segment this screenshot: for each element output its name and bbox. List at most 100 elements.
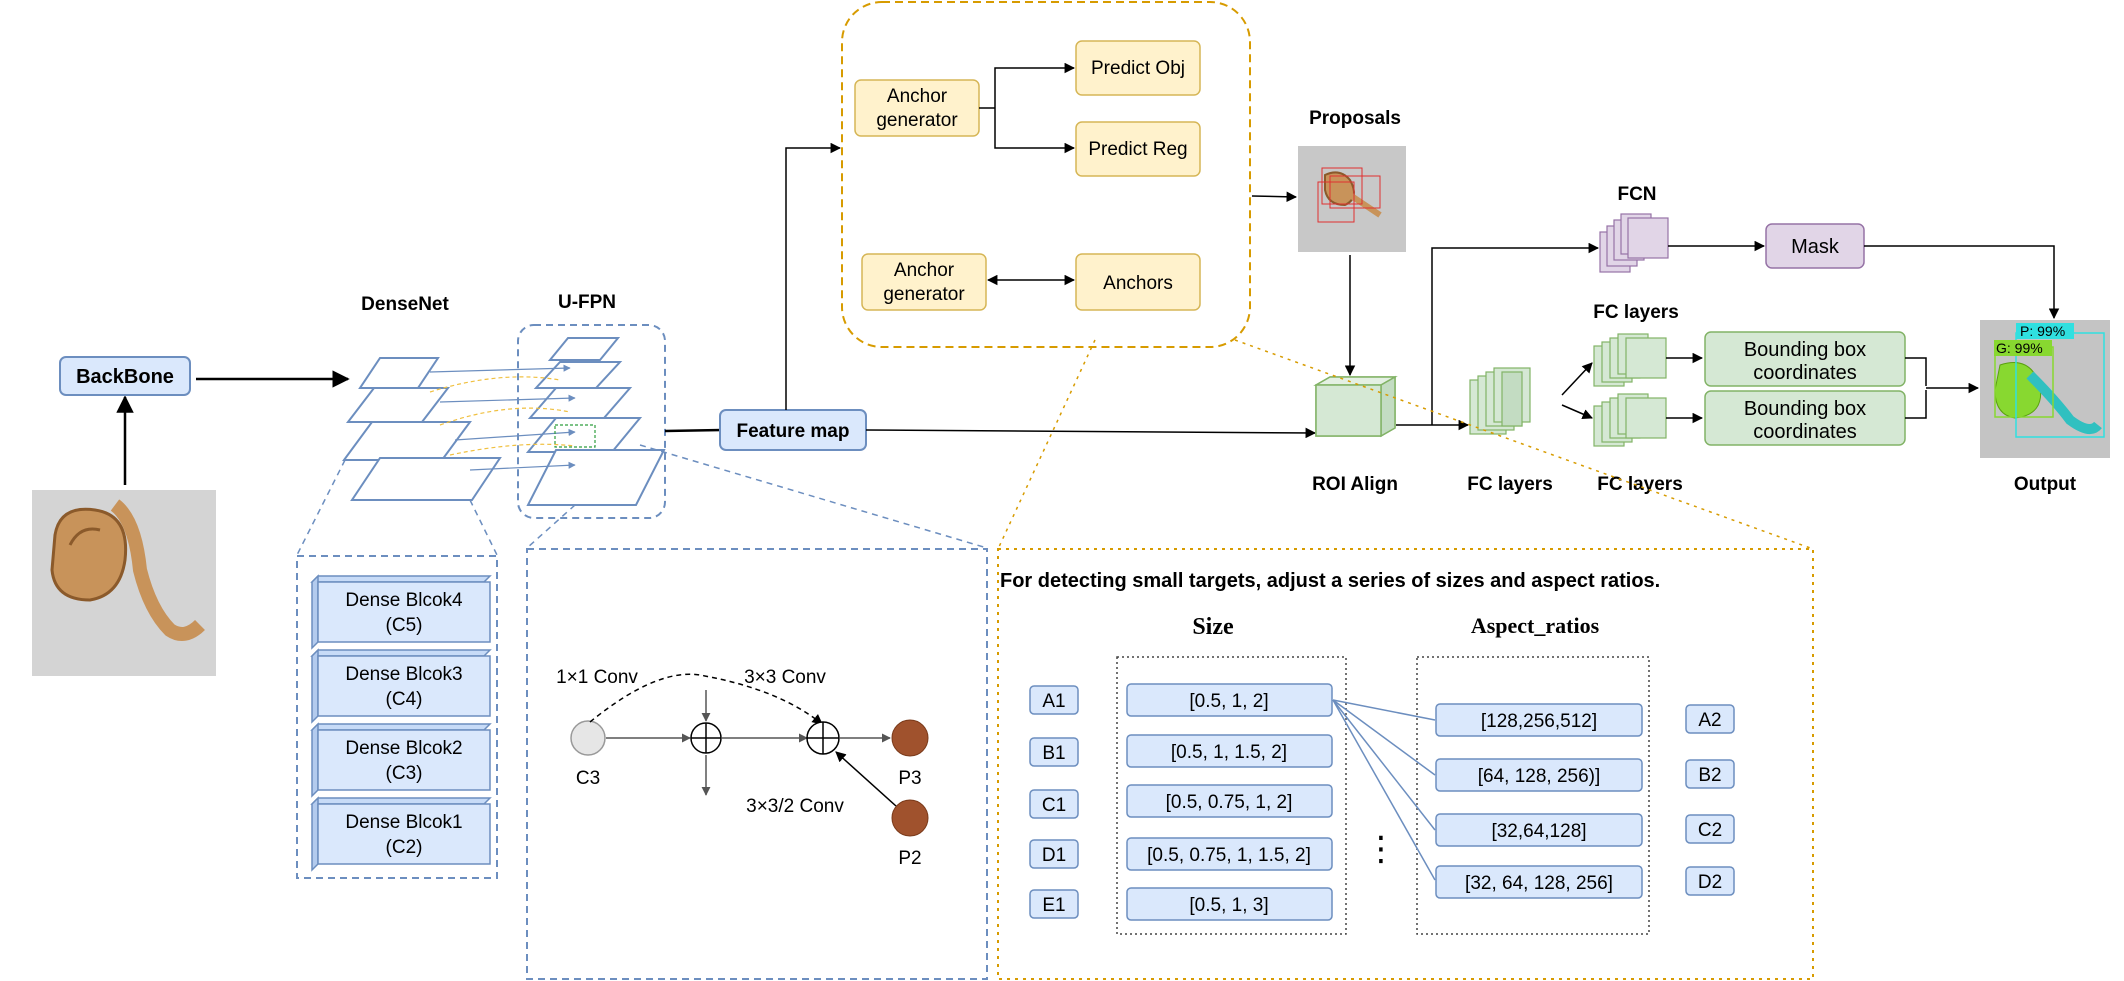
backbone-label: BackBone	[76, 366, 174, 388]
ratio-box-3: [32,64,128]	[1435, 813, 1643, 847]
left-tag-label: E1	[1042, 895, 1065, 916]
bbox-2-line2: coordinates	[1753, 421, 1856, 443]
aspect-ratios-column-title: Aspect_ratios	[1471, 613, 1600, 638]
roi-align-label: ROI Align	[1312, 474, 1398, 495]
left-tag-e1: E1	[1029, 889, 1079, 919]
right-tag-d2: D2	[1685, 866, 1735, 896]
predict-obj-box: Predict Obj	[1075, 40, 1201, 96]
dense-block-stage: (C3)	[386, 763, 423, 784]
size-box-1: [0.5, 1, 2]	[1126, 683, 1333, 717]
c3-node	[570, 720, 606, 756]
ratio-box-4: [32, 64, 128, 256]	[1435, 865, 1643, 899]
ufpn-detail-diagram: C3 1×1 Conv 3×3 Conv P3 P2 3×3/2 Conv	[556, 667, 929, 869]
anchor-generator-top: Anchor generator	[854, 79, 980, 137]
size-box-5: [0.5, 1, 3]	[1126, 887, 1333, 921]
fc-layers-top-label: FC layers	[1593, 302, 1679, 323]
left-tag-label: B1	[1042, 743, 1065, 764]
size-to-ratio-links	[1332, 699, 1436, 881]
dense-block-stage: (C2)	[386, 837, 423, 858]
size-column: [0.5, 1, 2] [0.5, 1, 1.5, 2] [0.5, 0.75, 1…	[1126, 683, 1333, 921]
fc-layers-bottom-right-label: FC layers	[1597, 474, 1683, 495]
ufpn-container	[517, 324, 666, 519]
densenet-to-ufpn-links	[429, 364, 596, 471]
dense-block-stage: (C5)	[386, 615, 423, 636]
right-tag-label: A2	[1698, 710, 1721, 731]
dense-block-stage: (C4)	[386, 689, 423, 710]
right-tag-a2: A2	[1685, 704, 1735, 734]
conv32-label: 3×3/2 Conv	[746, 796, 844, 817]
dense-block-2: Dense Blcok3 (C4)	[310, 648, 492, 724]
right-tag-label: B2	[1698, 765, 1721, 786]
right-tag-c2: C2	[1685, 814, 1735, 844]
size-group-box	[1116, 656, 1347, 935]
anchor-panel-caption: For detecting small targets, adjust a se…	[1000, 570, 1660, 592]
size-value: [0.5, 0.75, 1, 2]	[1166, 792, 1293, 813]
anchor-generator-top-line2: generator	[876, 110, 958, 131]
output-g-label: G: 99%	[1996, 340, 2043, 356]
anchors-box: Anchors	[1075, 253, 1201, 311]
fc-layers-bottom-left-label: FC layers	[1467, 474, 1553, 495]
p3-label: P3	[898, 768, 921, 789]
featuremap-to-rpn-arrow	[785, 142, 842, 410]
dense-block-name: Dense Blcok3	[345, 664, 462, 685]
ratio-value: [32,64,128]	[1491, 821, 1586, 842]
left-tag-c1: C1	[1029, 789, 1079, 819]
roi-align-cube	[1313, 375, 1398, 438]
anchor-generator-bottom-line1: Anchor	[894, 260, 955, 281]
bbox-to-output-arrows	[1905, 357, 1980, 419]
ratio-value: [64, 128, 256)]	[1478, 766, 1601, 787]
backbone-box: BackBone	[59, 356, 191, 396]
mask-box: Mask	[1765, 223, 1865, 269]
dense-block-4: Dense Blcok1 (C2)	[310, 796, 492, 872]
densenet-detail-panel	[296, 555, 498, 879]
dense-blocks: Dense Blcok4(C5)Dense Blcok3(C4)Dense Bl…	[310, 574, 492, 872]
right-tag-label: C2	[1698, 820, 1722, 841]
conv3-label: 3×3 Conv	[744, 667, 826, 688]
output-image: P: 99% G: 99%	[1980, 320, 2110, 458]
output-p-label: P: 99%	[2020, 323, 2065, 339]
dense-block-name: Dense Blcok4	[345, 590, 463, 611]
size-value: [0.5, 0.75, 1, 1.5, 2]	[1147, 845, 1311, 866]
feature-map-box: Feature map	[719, 409, 867, 451]
rpn-to-proposals-arrow	[1251, 191, 1298, 203]
fc-split-arrows	[1561, 362, 1593, 420]
left-tag-label: C1	[1042, 795, 1066, 816]
fcn-stack	[1599, 213, 1669, 273]
dense-block-3: Dense Blcok2(C3)	[310, 722, 492, 798]
ufpn-title: U-FPN	[558, 292, 616, 313]
p2-node	[891, 799, 929, 837]
size-box-3: [0.5, 0.75, 1, 2]	[1126, 784, 1333, 818]
output-title: Output	[2014, 474, 2077, 495]
right-tag-b2: B2	[1685, 759, 1735, 789]
rpn-branch-arrows	[979, 62, 1076, 154]
fc-to-bbox-arrows	[1666, 352, 1704, 424]
ratio-box-1: [128,256,512]	[1435, 703, 1643, 737]
anchor-generator-top-line1: Anchor	[887, 86, 948, 107]
right-tag-label: D2	[1698, 872, 1722, 893]
ufpn-to-featuremap-line	[664, 428, 723, 433]
mask-label: Mask	[1791, 236, 1840, 258]
anchor-config-panel	[997, 548, 1814, 980]
ratio-value: [32, 64, 128, 256]	[1465, 873, 1613, 894]
ufpn-detail-panel	[526, 548, 988, 980]
input-image	[32, 490, 216, 676]
left-tag-b1: B1	[1029, 737, 1079, 767]
fc-stack-lower	[1593, 393, 1667, 447]
aspect-group-box	[1416, 656, 1650, 935]
ratio-box-2: [64, 128, 256)]	[1435, 758, 1643, 792]
rpn-container	[841, 1, 1251, 348]
left-tag-label: D1	[1042, 845, 1066, 866]
left-tag-label: A1	[1042, 691, 1065, 712]
anchor-zoom-lines	[997, 339, 1814, 550]
size-box-2: [0.5, 1, 1.5, 2]	[1126, 734, 1333, 768]
dense-block-name: Dense Blcok1	[345, 812, 462, 833]
dense-block-1: Dense Blcok4 (C5)	[310, 574, 492, 650]
left-tag-a1: A1	[1029, 685, 1079, 715]
conv1-label: 1×1 Conv	[556, 667, 638, 688]
size-value: [0.5, 1, 3]	[1189, 895, 1268, 916]
ufpn-pyramid	[525, 337, 666, 506]
